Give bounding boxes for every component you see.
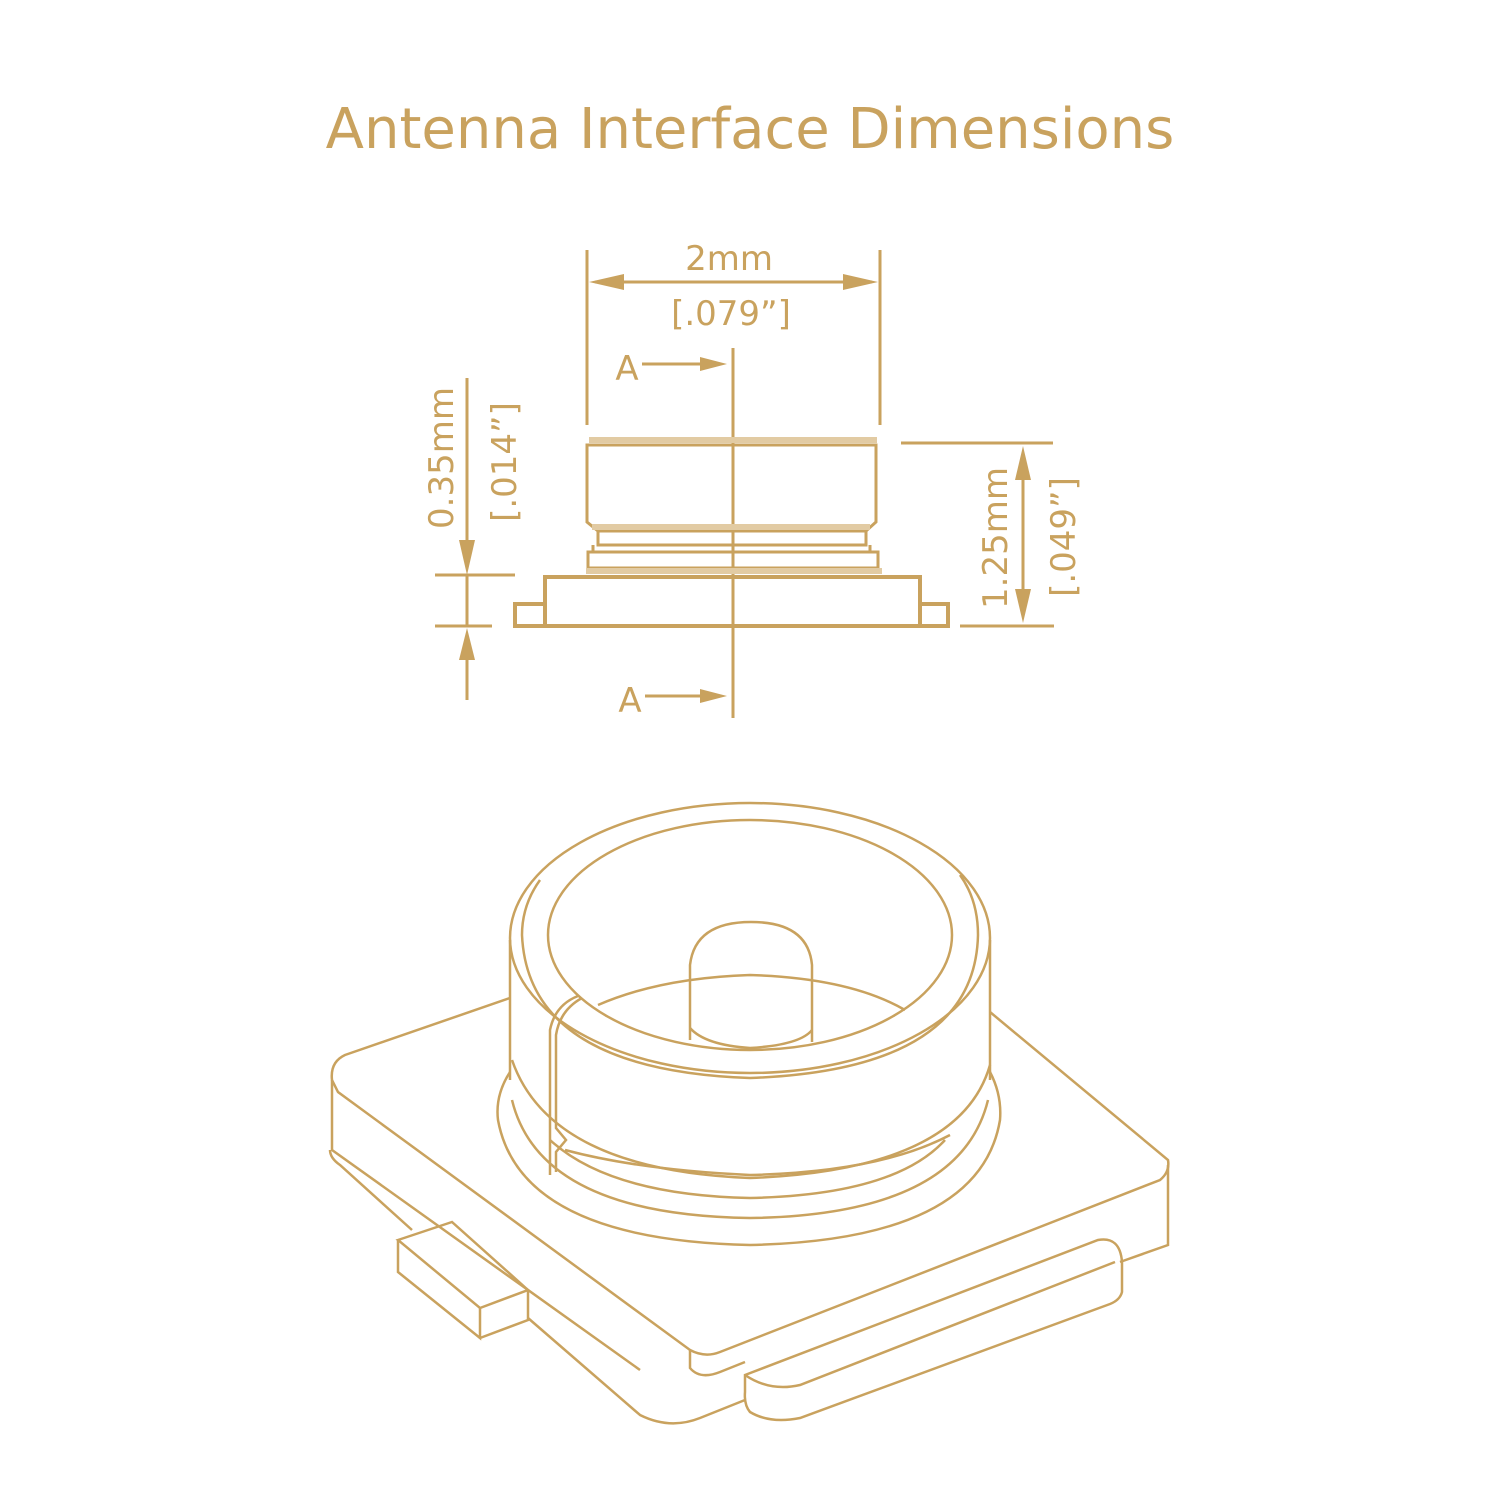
width-mm-label: 2mm xyxy=(685,239,773,279)
height-mm-label: 1.25mm xyxy=(976,467,1016,609)
section-label-bottom: A xyxy=(618,681,641,721)
arrow-left-icon xyxy=(589,274,624,290)
flange-mm-label: 0.35mm xyxy=(422,387,462,529)
section-arrow-icon xyxy=(700,357,727,371)
diagram-title: Antenna Interface Dimensions xyxy=(326,97,1175,162)
arrow-up-icon xyxy=(459,628,475,660)
isometric-connector-drawing xyxy=(328,801,1170,1425)
arrow-down-icon xyxy=(459,540,475,575)
section-label-top: A xyxy=(615,349,638,389)
arrow-down-icon xyxy=(1015,589,1031,623)
arrow-up-icon xyxy=(1015,446,1031,480)
flange-in-label: [.014”] xyxy=(485,402,525,522)
section-arrow-icon xyxy=(700,689,727,703)
height-in-label: [.049”] xyxy=(1044,477,1084,597)
side-view-drawing: 2mm [.079”] A A 0.35mm [.014”] xyxy=(422,239,1084,721)
arrow-right-icon xyxy=(843,274,878,290)
width-in-label: [.079”] xyxy=(671,294,791,334)
